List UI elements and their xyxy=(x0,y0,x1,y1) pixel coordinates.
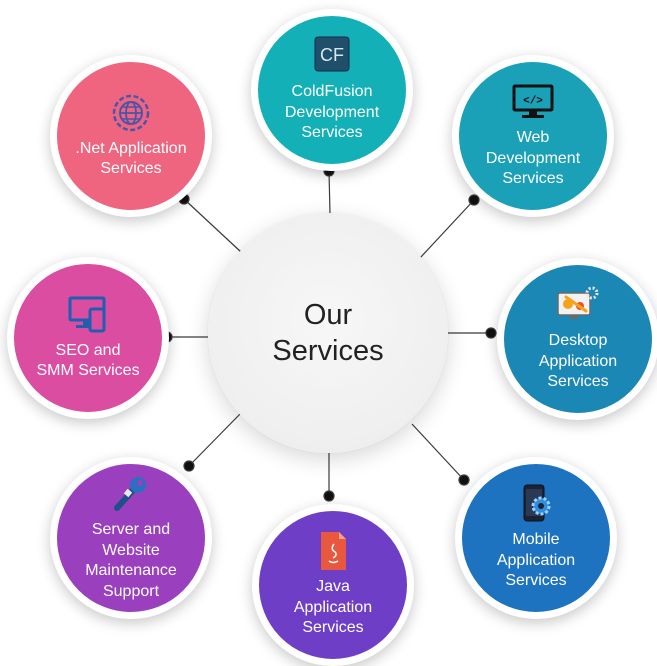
service-label: Web Development Services xyxy=(485,129,581,188)
mobile-gear-icon xyxy=(523,484,551,522)
service-label: Mobile Application Services xyxy=(496,531,576,590)
svg-text:</>: </> xyxy=(523,96,543,108)
service-dotnet[interactable]: .Net Application Services xyxy=(50,55,212,217)
code-monitor-icon: </> xyxy=(512,84,554,119)
devices-icon xyxy=(68,296,106,332)
service-web[interactable]: </> Web Development Services xyxy=(452,55,614,217)
desktop-gears-icon xyxy=(557,286,599,320)
coldfusion-cf-icon: CF xyxy=(314,36,350,72)
center-hub: Our Services xyxy=(208,213,448,453)
service-mobile[interactable]: Mobile Application Services xyxy=(455,457,617,619)
service-label: Desktop Application Services xyxy=(538,332,618,391)
service-server[interactable]: Server and Website Maintenance Support xyxy=(50,457,212,619)
service-label: SEO and SMM Services xyxy=(36,341,140,380)
service-label: Server and Website Maintenance Support xyxy=(85,521,177,600)
wrench-tool-icon xyxy=(114,477,146,511)
service-label: .Net Application Services xyxy=(75,139,187,178)
hub-title: Our Services xyxy=(272,299,384,367)
java-file-icon xyxy=(321,532,346,571)
service-coldfusion[interactable]: CF ColdFusion Development Services xyxy=(251,9,413,171)
service-label: Java Application Services xyxy=(293,578,373,637)
svg-text:CF: CF xyxy=(320,45,344,65)
service-desktop[interactable]: Desktop Application Services xyxy=(497,258,657,420)
globe-gear-icon xyxy=(112,94,150,131)
service-label: ColdFusion Development Services xyxy=(284,83,380,142)
service-java[interactable]: Java Application Services xyxy=(252,504,414,666)
service-seo[interactable]: SEO and SMM Services xyxy=(7,257,169,419)
